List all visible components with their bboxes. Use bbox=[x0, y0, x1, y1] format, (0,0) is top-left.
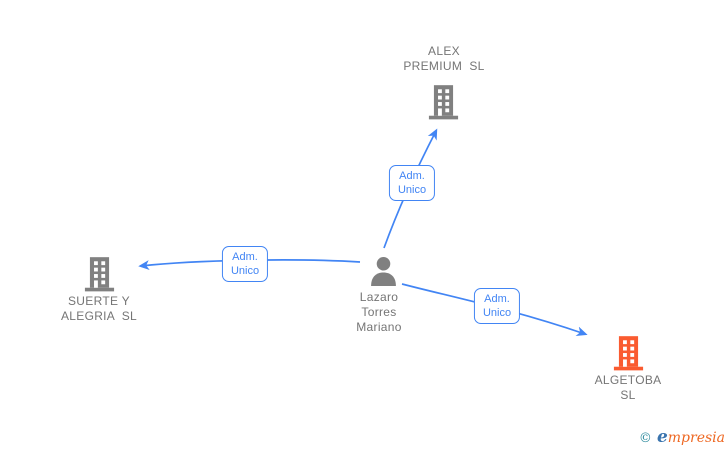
person-name-lazaro-torres-mariano[interactable]: Lazaro Torres Mariano bbox=[356, 290, 402, 334]
company-name-algetoba[interactable]: ALGETOBA SL bbox=[594, 373, 662, 402]
building-icon-alex-premium[interactable] bbox=[428, 85, 459, 120]
company-name-suerte-y-alegria[interactable]: SUERTE Y ALEGRIA SL bbox=[60, 294, 138, 323]
building-icon-algetoba[interactable] bbox=[613, 336, 644, 371]
person-icon-lazaro-torres-mariano[interactable] bbox=[368, 256, 399, 287]
copyright-symbol: © bbox=[638, 431, 652, 446]
empresia-logo-text: mpresia bbox=[667, 430, 725, 446]
edge-label-adm-unico-suerte: Adm. Unico bbox=[221, 246, 269, 282]
empresia-logo-initial: e bbox=[656, 427, 668, 447]
edge-label-adm-unico-algetoba: Adm. Unico bbox=[473, 288, 521, 324]
empresia-watermark: © empresia bbox=[639, 427, 725, 447]
building-icon-suerte-y-alegria[interactable] bbox=[84, 257, 115, 292]
company-name-alex-premium[interactable]: ALEX PREMIUM SL bbox=[403, 44, 485, 73]
edge-label-adm-unico-alex: Adm. Unico bbox=[388, 165, 436, 201]
